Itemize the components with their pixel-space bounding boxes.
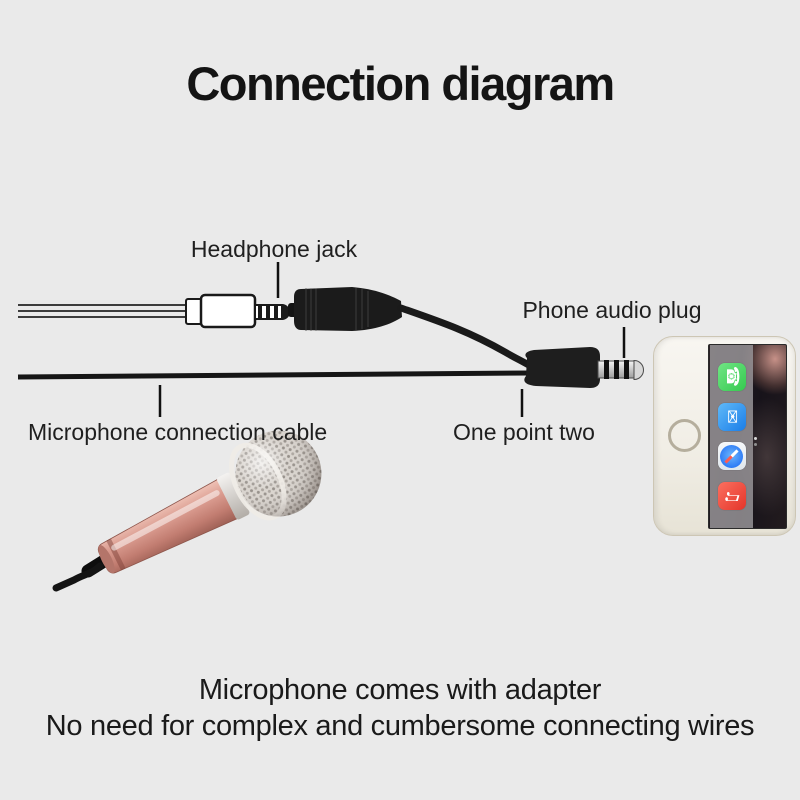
footer-line-1: Microphone comes with adapter (198, 674, 602, 706)
phone-dock: ☎ ✉ ♫ (710, 345, 753, 528)
page-title: Connection diagram (186, 57, 615, 110)
microphone-cable-drawing (17, 370, 530, 380)
safari-compass-icon (720, 444, 743, 468)
microphone-cable-label: Microphone connection cable (28, 419, 328, 445)
mail-app-icon: ✉ (717, 402, 746, 431)
music-app-icon: ♫ (717, 482, 746, 511)
page-dot (754, 437, 757, 440)
footer-line-2: No need for complex and cumbersome conne… (45, 710, 755, 742)
page-dot (754, 443, 757, 446)
music-glyph: ♫ (722, 488, 742, 504)
phone-audio-plug-label: Phone audio plug (522, 297, 702, 323)
microphone-drawing (52, 430, 322, 592)
phone-glyph: ☎ (722, 366, 742, 388)
mail-glyph: ✉ (722, 409, 742, 424)
phone-audio-plug-drawing (524, 347, 644, 388)
safari-needle-icon (724, 449, 739, 464)
phone-screen: ☎ ✉ ♫ (708, 344, 787, 529)
one-point-two-label: One point two (453, 419, 595, 445)
phone-app-icon: ☎ (717, 362, 746, 391)
smartphone: ☎ ✉ ♫ (653, 336, 796, 536)
adapter-female-jack-drawing (288, 287, 536, 371)
home-page-dots (754, 437, 758, 449)
home-button-icon (668, 419, 701, 452)
headphone-plug-drawing (18, 293, 290, 329)
headphone-jack-label: Headphone jack (190, 236, 358, 262)
safari-app-icon (717, 442, 746, 471)
